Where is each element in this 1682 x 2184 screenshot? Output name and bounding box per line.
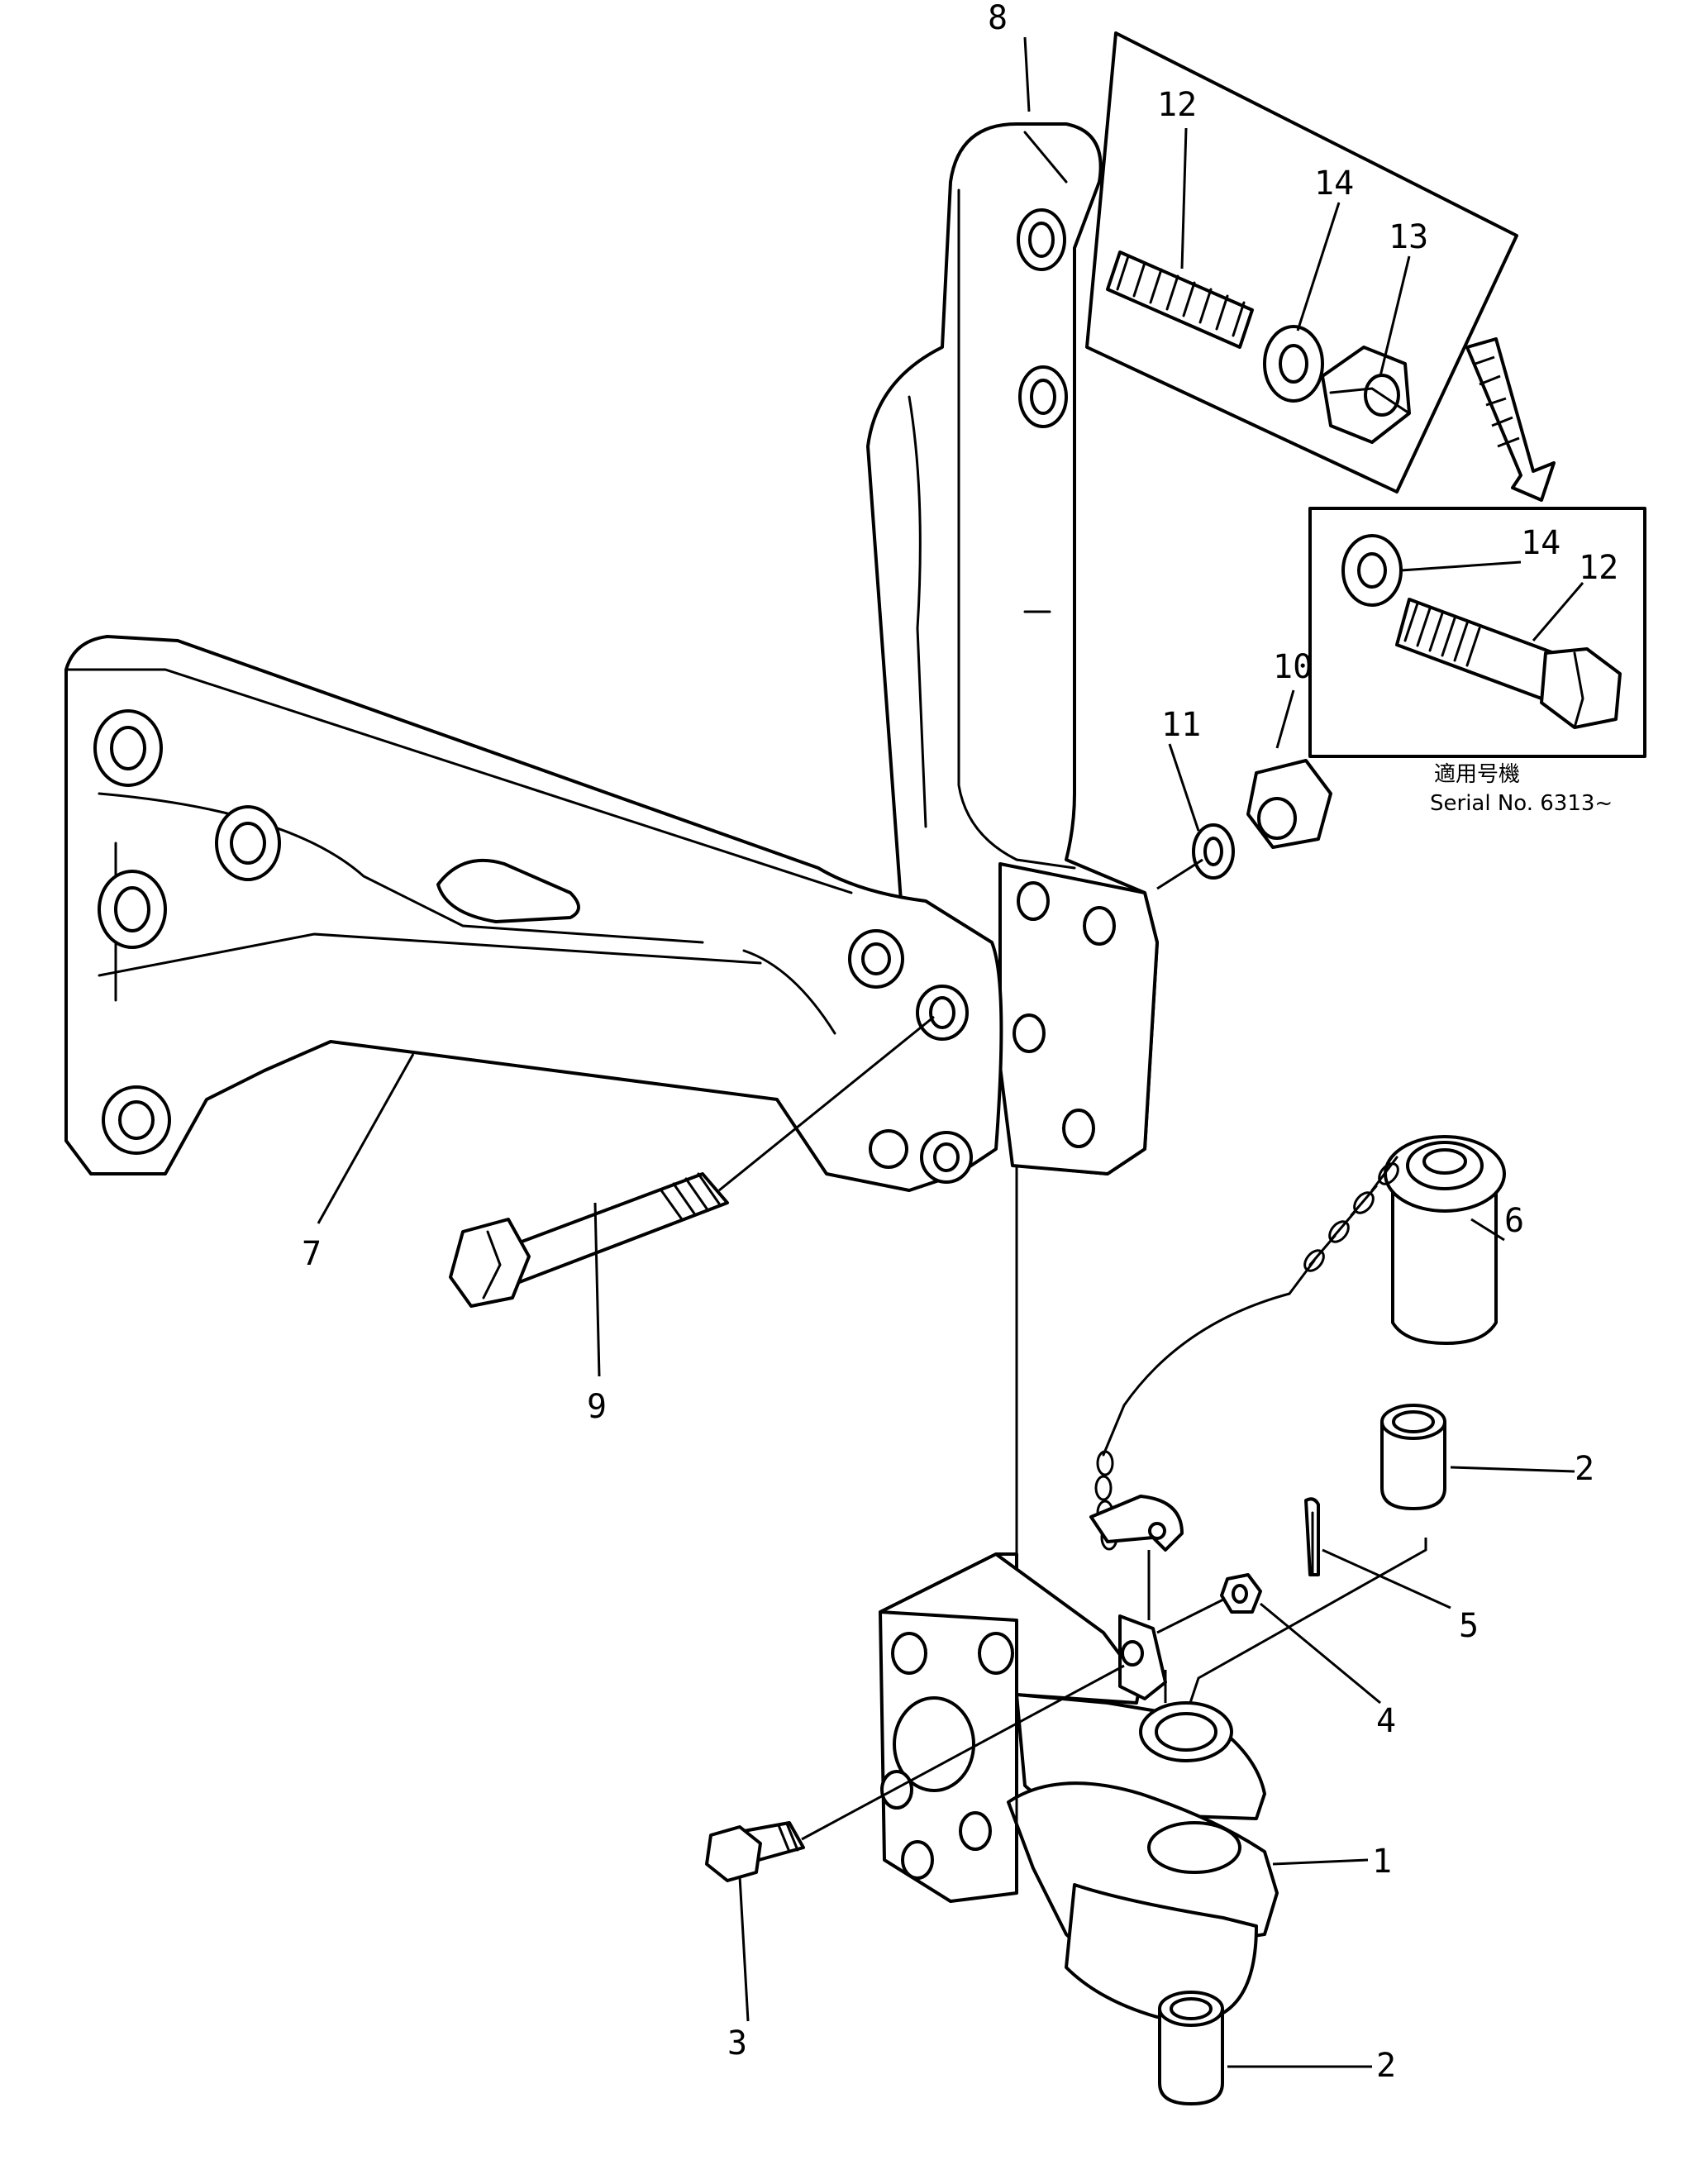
callout-10: 10 [1273, 648, 1313, 686]
callout-9: 9 [587, 1388, 607, 1426]
callout-2-lower: 2 [1376, 2047, 1396, 2085]
callout-12-bottom: 12 [1579, 549, 1618, 587]
callout-3: 3 [727, 2024, 747, 2062]
part-6-pin [1384, 1135, 1506, 1345]
callout-12-top: 12 [1157, 86, 1197, 124]
callout-13: 13 [1389, 218, 1428, 256]
callout-11: 11 [1161, 706, 1201, 744]
callout-5: 5 [1459, 1607, 1479, 1645]
part-11-washer [1192, 823, 1235, 880]
callout-14-bottom: 14 [1521, 524, 1560, 562]
callout-1: 1 [1372, 1843, 1392, 1881]
part-4-castle-nut [1156, 1573, 1262, 1634]
callout-14-top: 14 [1314, 165, 1354, 203]
part-10-nut [1246, 759, 1332, 849]
applicable-serial-label: Serial No. 6313~ [1430, 791, 1613, 816]
detail-box-bolt [1308, 507, 1646, 758]
part-3-bolt [705, 1664, 1125, 1882]
leader-lines [317, 36, 1584, 2068]
part-1-hitch-body [879, 1552, 1279, 2019]
part-9-bolt [449, 1015, 935, 1308]
applicable-serial-label-jp: 適用号機 [1434, 762, 1520, 787]
part-5-cotter-pin [1304, 1497, 1320, 1576]
detail-box-stud [1085, 31, 1518, 494]
callout-2-upper: 2 [1575, 1450, 1594, 1488]
chain-icon [1089, 1156, 1399, 1620]
callout-6: 6 [1504, 1202, 1524, 1240]
callout-8: 8 [988, 0, 1008, 37]
callout-7: 7 [302, 1235, 322, 1273]
part-2-bushing-upper [1380, 1404, 1446, 1510]
callout-4: 4 [1376, 1702, 1396, 1740]
part-2-bushing-lower [1158, 1991, 1224, 2105]
part-7-arm-bracket [64, 635, 1003, 1192]
arrow-icon [1465, 337, 1556, 502]
